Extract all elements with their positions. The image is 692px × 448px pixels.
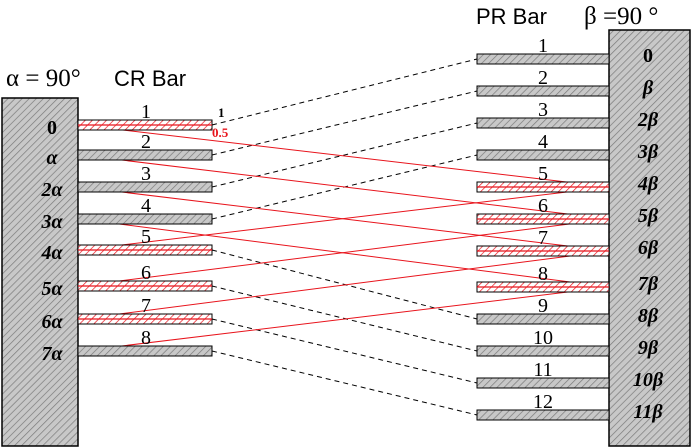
pr-phase-label: 2β (637, 109, 659, 131)
pr-bar-number: 5 (538, 163, 548, 185)
red-connection (79, 218, 610, 287)
cr-alpha-title: α = 90° (6, 65, 81, 92)
pr-bar-number: 2 (538, 67, 548, 89)
cr-bar-number: 8 (141, 327, 151, 349)
pr-bar (476, 377, 610, 389)
cr-phase-label: 6α (41, 311, 63, 333)
pr-phase-label: 11β (633, 401, 663, 423)
pr-phase-label: 0 (643, 45, 653, 67)
pr-bar-number: 12 (533, 391, 553, 413)
pr-beta-title: β =90 ° (584, 3, 658, 30)
dashed-connection (211, 318, 478, 384)
red-connection (79, 186, 610, 251)
pr-bar-title: PR Bar (476, 4, 547, 29)
pr-phase-label: 8β (638, 305, 659, 327)
cr-bar (77, 181, 213, 193)
cr-bar-number: 6 (141, 262, 151, 284)
pr-bar-number: 4 (538, 131, 548, 153)
pr-bar-number: 10 (533, 327, 553, 349)
cr-bar-number: 1 (141, 101, 151, 123)
cr-phase-label: 5α (41, 278, 63, 300)
cr-phase-label: 3α (40, 211, 63, 233)
pr-phase-label: 9β (638, 337, 659, 359)
pr-bar-number: 1 (538, 35, 548, 57)
connection-lines (79, 58, 610, 416)
pr-phase-label: β (642, 77, 654, 99)
cr-tip-label-mid: 0.5 (212, 125, 229, 140)
pr-bar-number: 9 (538, 295, 548, 317)
cr-block (1, 97, 79, 447)
cr-phase-label: 0 (47, 117, 57, 139)
labels: 123456780α2α3α4α5α6α7α1234567891011120β2… (40, 35, 663, 423)
cr-bar-number: 7 (141, 295, 151, 317)
pr-bar-number: 6 (538, 195, 548, 217)
pr-bar-number: 7 (538, 227, 548, 249)
cr-bar (77, 213, 213, 225)
pr-bar-number: 3 (538, 99, 548, 121)
cr-phase-label: 2α (40, 179, 63, 201)
cr-bar (77, 345, 213, 357)
cr-bar-number: 3 (141, 163, 151, 185)
pr-bar (476, 149, 610, 161)
bars (77, 53, 610, 421)
cr-phase-label: 7α (41, 343, 63, 365)
cr-tip-label-top: 1 (218, 105, 225, 120)
pr-bar (476, 345, 610, 357)
cr-bar-number: 4 (141, 195, 151, 217)
dashed-connection (211, 90, 478, 156)
red-connection (79, 250, 610, 320)
cr-bar (77, 149, 213, 161)
cr-phase-label: α (46, 147, 58, 169)
pr-bar-number: 8 (538, 263, 548, 285)
cr-bar-number: 5 (141, 226, 151, 248)
pr-bar (476, 409, 610, 421)
cr-bar-title: CR Bar (114, 66, 186, 91)
dashed-connection (211, 58, 478, 126)
pr-block (608, 29, 691, 447)
red-connection (79, 124, 610, 188)
pr-bar (476, 53, 610, 65)
red-connection (79, 286, 610, 352)
pr-phase-label: 5β (638, 205, 659, 227)
pr-bar (476, 313, 610, 325)
pr-phase-label: 10β (633, 369, 664, 391)
dashed-connection (211, 350, 478, 416)
red-connection (79, 154, 610, 220)
pr-bar-number: 11 (533, 359, 552, 381)
pr-bar (476, 117, 610, 129)
pr-phase-label: 6β (638, 237, 659, 259)
cr-phase-label: 4α (40, 242, 63, 264)
cr-bar-number: 2 (141, 131, 151, 153)
pr-bar (476, 85, 610, 97)
pr-phase-label: 3β (637, 141, 659, 163)
pr-phase-label: 4β (637, 173, 659, 195)
dashed-connection (211, 122, 478, 188)
pr-phase-label: 7β (638, 273, 659, 295)
